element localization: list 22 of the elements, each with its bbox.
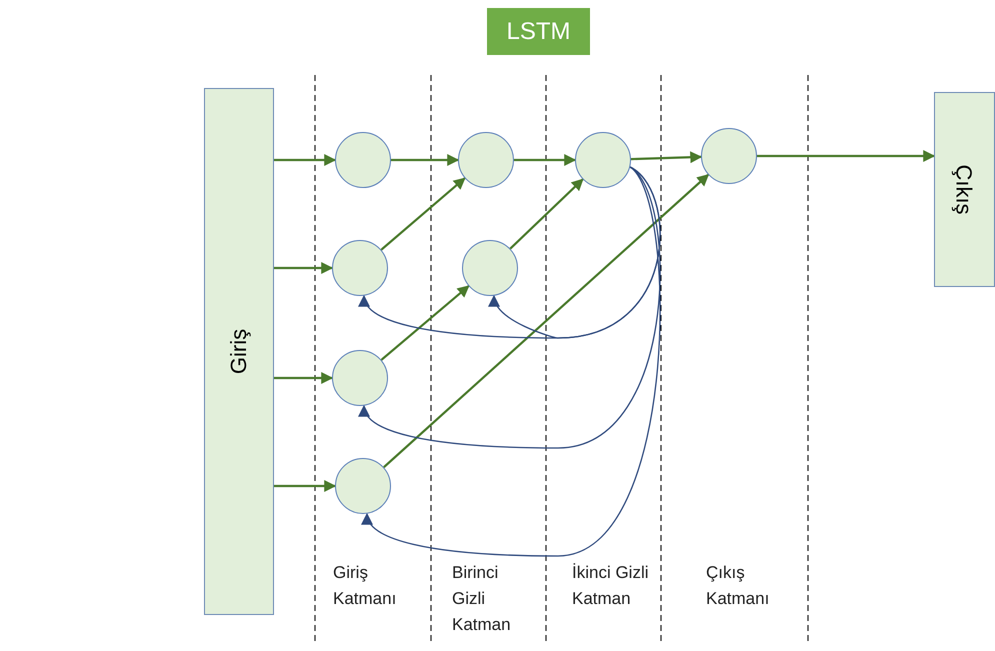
layer-label: Giriş Katmanı: [333, 562, 398, 610]
layer-box: [204, 88, 274, 615]
box-label: Çıkış: [950, 164, 978, 215]
feedback-arrow: [490, 165, 661, 339]
arrow: [383, 174, 710, 468]
arrow: [380, 285, 470, 361]
arrow: [274, 262, 334, 274]
layer-label: Birinci Gizli Katman: [452, 562, 512, 636]
arrow: [514, 154, 576, 166]
arrow: [509, 178, 584, 250]
title-box: LSTM: [487, 8, 590, 55]
layer-label: Çıkış Katmanı: [706, 562, 770, 610]
arrow: [380, 177, 466, 251]
arrow: [630, 151, 702, 164]
arrow: [274, 154, 336, 166]
box-label: Giriş: [226, 328, 252, 374]
layer-label: İkinci Gizli Katman: [572, 562, 650, 610]
arrow: [274, 372, 334, 384]
arrow: [391, 154, 460, 166]
arrow: [274, 480, 336, 492]
arrow: [757, 150, 936, 162]
layer-box: [934, 92, 995, 287]
